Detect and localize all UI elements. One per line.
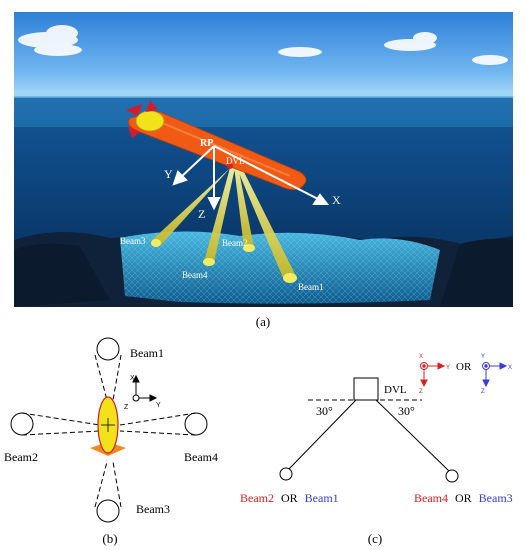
beam3-circle-b — [96, 499, 120, 523]
sky — [14, 12, 513, 96]
frame-b-y: Y — [156, 402, 161, 409]
frame-blue — [482, 362, 508, 388]
or-label-frames: OR — [456, 361, 472, 373]
beam2-circle-b — [10, 412, 34, 436]
right-beam-caption: Beam4 OR Beam3 — [414, 491, 513, 505]
right-beam-primary: Beam4 — [414, 491, 448, 505]
beam2-label-a: Beam2 — [222, 238, 248, 248]
left-beam-end — [279, 467, 293, 481]
frame-blue-x: X — [508, 365, 512, 371]
rp-label: RP — [200, 138, 213, 149]
frame-red-x: X — [419, 354, 423, 360]
panel-c — [279, 377, 459, 483]
auv-fin-top — [126, 104, 142, 116]
beam-projections — [21, 354, 197, 508]
beam1-label-b: Beam1 — [130, 346, 164, 360]
y-axis — [179, 145, 215, 179]
left-beam-or: OR — [281, 491, 298, 505]
panel-a-caption: (a) — [256, 314, 270, 329]
right-beam-or: OR — [455, 491, 472, 505]
clouds — [18, 25, 508, 65]
right-beam-line — [375, 399, 451, 473]
beam4-cone — [204, 168, 235, 262]
dvl-box — [353, 377, 379, 401]
frame-b — [132, 374, 158, 402]
beam4-label-b: Beam4 — [184, 450, 218, 464]
beam4-circle-b — [184, 412, 208, 436]
beam2-cone — [234, 166, 254, 248]
beam3-cone — [152, 166, 232, 246]
frame-b-z: Z — [124, 404, 129, 411]
right-beam-end — [445, 469, 459, 483]
beam3-label-a: Beam3 — [120, 236, 146, 246]
auv-nose-section — [135, 110, 165, 132]
beam1-label-a: Beam1 — [298, 282, 324, 292]
auv-fin-bottom — [128, 126, 140, 138]
panel-b — [10, 337, 208, 523]
dvl-label-a: DVL — [226, 156, 245, 166]
beam3-label-b: Beam3 — [136, 502, 170, 516]
left-beam-primary: Beam2 — [240, 491, 274, 505]
panel-b-caption: (b) — [102, 531, 117, 546]
x-axis-label: X — [332, 193, 341, 207]
left-beam-caption: Beam2 OR Beam1 — [240, 491, 339, 505]
left-beam-line — [287, 399, 357, 471]
dvl-label-c: DVL — [384, 384, 407, 396]
beam1-circle-b — [96, 337, 120, 361]
body-axes — [172, 145, 330, 211]
z-axis-label: Z — [198, 207, 205, 221]
frame-red — [420, 362, 446, 388]
right-beam-alt: Beam3 — [479, 491, 513, 505]
x-axis — [213, 145, 321, 201]
y-axis-label: Y — [164, 167, 173, 181]
dvl-sensor — [227, 163, 233, 169]
panel-a: RP DVL X Y Z Beam3 Beam4 Beam2 Beam1 — [14, 12, 513, 307]
frame-blue-z: Z — [481, 389, 485, 395]
water-surface — [14, 90, 513, 98]
frame-blue-y: Y — [481, 354, 485, 360]
vehicle-top-view — [90, 396, 126, 456]
beam2-label-b: Beam2 — [4, 450, 38, 464]
beam1-cone — [236, 164, 296, 280]
panel-c-caption: (c) — [368, 531, 382, 546]
frame-red-z: Z — [419, 389, 423, 395]
angle-right: 30° — [398, 404, 415, 418]
beam-cones — [151, 164, 297, 283]
left-beam-alt: Beam1 — [305, 491, 339, 505]
frame-b-x: X — [130, 375, 135, 382]
frame-red-y: Y — [446, 365, 450, 371]
angle-left: 30° — [316, 404, 333, 418]
beam4-label-a: Beam4 — [182, 270, 208, 280]
